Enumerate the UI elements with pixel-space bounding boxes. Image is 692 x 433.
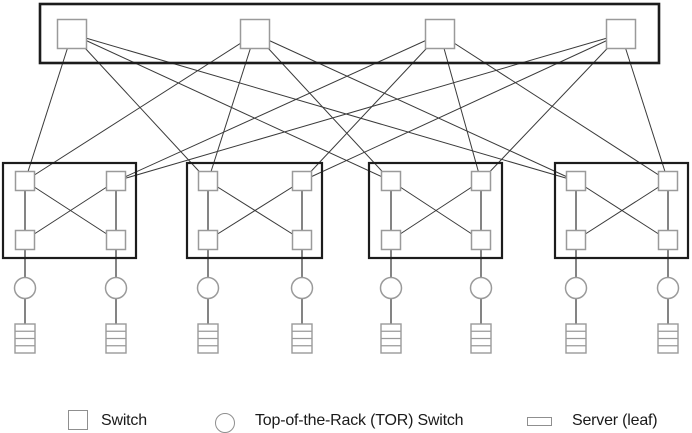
core-to-pod-link (24, 33, 256, 182)
tor-switch (379, 276, 403, 300)
pod-switch (105, 170, 127, 192)
core-to-pod-link (71, 33, 577, 182)
tor-switch (564, 276, 588, 300)
pod-switch (657, 170, 679, 192)
pod-2-box (185, 161, 324, 260)
core-to-pod-link (24, 33, 73, 182)
core-to-pod-link (439, 33, 669, 182)
core-to-pod-link (115, 33, 622, 182)
core-to-pod-link (254, 33, 577, 182)
pod-cross-link (575, 180, 669, 241)
core-to-pod-link (480, 33, 622, 182)
pod-switch (657, 229, 679, 251)
pod-switch (380, 170, 402, 192)
core-to-pod-link (301, 33, 441, 182)
core-to-pod-link (254, 33, 392, 182)
tor-switch (196, 276, 220, 300)
core-switch (239, 18, 271, 50)
core-switch (605, 18, 637, 50)
core-switch (56, 18, 88, 50)
core-layer-box (38, 2, 661, 65)
pod-switch (380, 229, 402, 251)
pod-switch (105, 229, 127, 251)
pod-4-box (553, 161, 690, 260)
pod-switch (14, 170, 36, 192)
pod-switch (197, 229, 219, 251)
pod-cross-link (24, 180, 117, 241)
pod-switch (291, 170, 313, 192)
core-to-pod-link (301, 33, 622, 182)
tor-switch (104, 276, 128, 300)
core-to-pod-link (620, 33, 669, 182)
pod-1-box (1, 161, 138, 260)
tor-switch (656, 276, 680, 300)
pod-switch (565, 170, 587, 192)
pod-switch (470, 229, 492, 251)
core-switch (424, 18, 456, 50)
pod-cross-link (390, 180, 482, 241)
tor-switch (469, 276, 493, 300)
pod-switch (197, 170, 219, 192)
pod-cross-link (207, 180, 303, 241)
pod-switch (291, 229, 313, 251)
core-to-pod-link (115, 33, 441, 182)
tor-switch (13, 276, 37, 300)
pod-switch (470, 170, 492, 192)
pod-switch (14, 229, 36, 251)
core-to-pod-link (207, 33, 256, 182)
tor-switch (290, 276, 314, 300)
pod-3-box (367, 161, 504, 260)
pod-switch (565, 229, 587, 251)
